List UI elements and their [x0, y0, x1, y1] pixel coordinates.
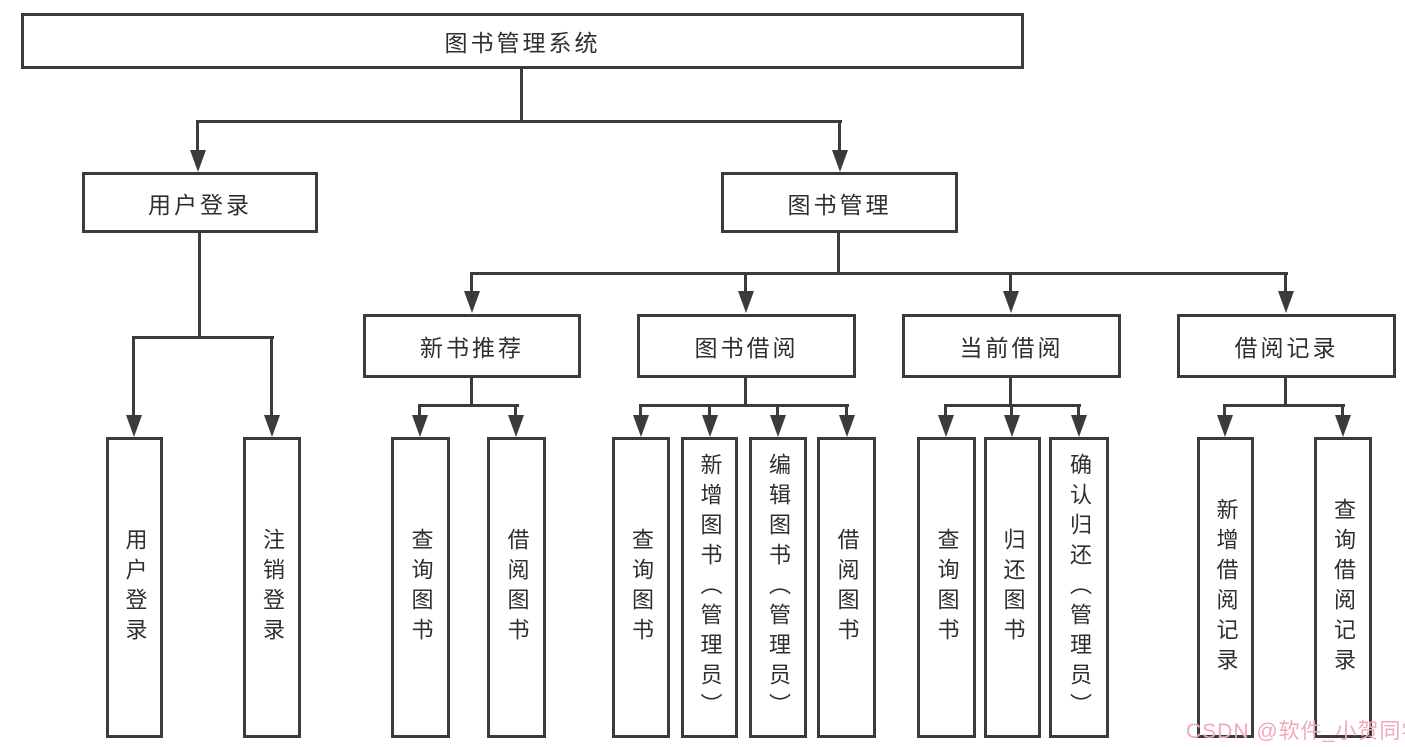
node-current-borrow: 当前借阅 [902, 314, 1121, 378]
leaf-query-borrow-record: 查询借阅记录 [1314, 437, 1372, 738]
leaf-query-books-recommend-label: 查询图书 [408, 527, 434, 648]
connector-arrowhead [832, 150, 848, 172]
connector-arrowhead [264, 415, 280, 437]
leaf-add-book-admin-label: 新增图书（管理员） [697, 452, 723, 723]
leaf-edit-book-admin-label: 编辑图书（管理员） [766, 452, 791, 723]
leaf-confirm-return-admin-label: 确认归还（管理员） [1067, 452, 1092, 723]
connector-arrowhead [1217, 415, 1233, 437]
connector-arrowhead [938, 415, 954, 437]
connector-vline [776, 404, 779, 417]
connector-vline [1284, 377, 1287, 406]
leaf-query-books-current: 查询图书 [917, 437, 976, 738]
connector-vline [514, 404, 517, 417]
leaf-return-book-label: 归还图书 [1000, 527, 1026, 648]
node-new-book-recommend-label: 新书推荐 [420, 335, 524, 361]
node-root: 图书管理系统 [21, 13, 1024, 69]
connector-arrowhead [126, 415, 142, 437]
leaf-borrow-books-recommend: 借阅图书 [487, 437, 546, 738]
connector-vline [1284, 272, 1287, 293]
connector-arrowhead [464, 291, 480, 313]
connector-vline [520, 68, 523, 120]
connector-vline [639, 404, 642, 417]
connector-vline [1010, 404, 1013, 417]
leaf-query-books-recommend: 查询图书 [391, 437, 450, 738]
node-user-login-label: 用户登录 [148, 191, 252, 218]
node-user-login: 用户登录 [82, 172, 318, 233]
leaf-edit-book-admin: 编辑图书（管理员） [749, 437, 807, 738]
connector-vline [270, 336, 273, 417]
connector-vline [838, 120, 841, 152]
leaf-confirm-return-admin: 确认归还（管理员） [1049, 437, 1109, 738]
leaf-add-borrow-record: 新增借阅记录 [1197, 437, 1254, 738]
connector-hline [945, 404, 1081, 407]
connector-arrowhead [839, 415, 855, 437]
connector-vline [470, 272, 473, 293]
connector-arrowhead [190, 150, 206, 172]
connector-vline [1223, 404, 1226, 417]
leaf-logout-label: 注销登录 [260, 527, 285, 648]
node-book-management: 图书管理 [721, 172, 958, 233]
node-book-management-label: 图书管理 [787, 191, 892, 218]
node-new-book-recommend: 新书推荐 [363, 314, 581, 378]
connector-vline [1341, 404, 1344, 417]
connector-hline [640, 404, 849, 407]
leaf-borrow-books-recommend-label: 借阅图书 [504, 527, 530, 648]
connector-vline [198, 232, 201, 338]
connector-vline [196, 120, 199, 152]
connector-hline [419, 404, 519, 407]
connector-vline [1009, 272, 1012, 293]
leaf-user-login: 用户登录 [106, 437, 163, 738]
leaf-user-login-label: 用户登录 [122, 527, 148, 648]
node-borrow-records: 借阅记录 [1177, 314, 1396, 378]
connector-vline [845, 404, 848, 417]
connector-arrowhead [1071, 415, 1087, 437]
connector-arrowhead [1335, 415, 1351, 437]
connector-arrowhead [1004, 415, 1020, 437]
connector-vline [1077, 404, 1080, 417]
connector-vline [837, 232, 840, 274]
connector-hline [197, 120, 842, 123]
leaf-return-book: 归还图书 [984, 437, 1041, 738]
connector-vline [132, 336, 135, 417]
node-borrow-records-label: 借阅记录 [1234, 335, 1339, 361]
connector-vline [1009, 377, 1012, 406]
leaf-add-book-admin: 新增图书（管理员） [681, 437, 738, 738]
leaf-query-books-current-label: 查询图书 [934, 527, 960, 648]
leaf-add-borrow-record-label: 新增借阅记录 [1213, 497, 1239, 678]
connector-arrowhead [738, 291, 754, 313]
connector-vline [744, 272, 747, 293]
node-book-borrow: 图书借阅 [637, 314, 856, 378]
connector-hline [471, 272, 1288, 275]
connector-vline [470, 377, 473, 406]
connector-arrowhead [702, 415, 718, 437]
node-root-label: 图书管理系统 [444, 30, 601, 56]
leaf-query-books-borrow: 查询图书 [612, 437, 670, 738]
connector-hline [133, 336, 274, 339]
leaf-logout: 注销登录 [243, 437, 301, 738]
connector-arrowhead [770, 415, 786, 437]
connector-vline [418, 404, 421, 417]
leaf-borrow-books: 借阅图书 [817, 437, 876, 738]
connector-vline [744, 377, 747, 406]
connector-vline [944, 404, 947, 417]
node-current-borrow-label: 当前借阅 [959, 335, 1064, 361]
leaf-query-borrow-record-label: 查询借阅记录 [1331, 497, 1356, 678]
connector-arrowhead [508, 415, 524, 437]
connector-hline [1224, 404, 1345, 407]
connector-arrowhead [1003, 291, 1019, 313]
watermark: CSDN @软件_小贺同学 [1186, 720, 1405, 743]
connector-arrowhead [412, 415, 428, 437]
connector-arrowhead [1278, 291, 1294, 313]
connector-arrowhead [633, 415, 649, 437]
connector-vline [708, 404, 711, 417]
leaf-query-books-borrow-label: 查询图书 [629, 527, 654, 648]
node-book-borrow-label: 图书借阅 [694, 335, 799, 361]
leaf-borrow-books-label: 借阅图书 [834, 527, 860, 648]
